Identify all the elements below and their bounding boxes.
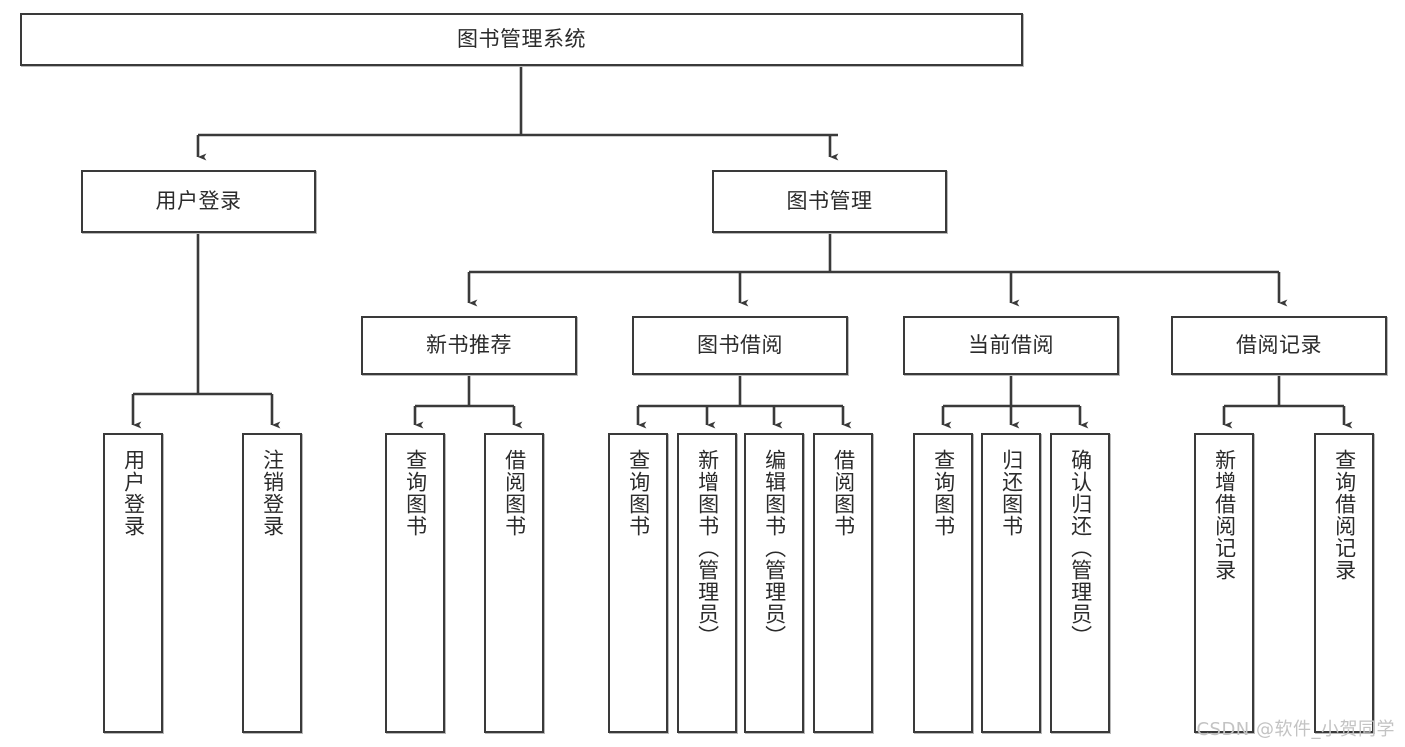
node-label: 查询借阅记录 (1332, 449, 1357, 581)
node-label: 查询图书 (403, 449, 428, 537)
node-label: 借阅图书 (502, 449, 527, 537)
node-label: 新增借阅记录 (1212, 449, 1237, 581)
node-label: 用户登录 (155, 189, 242, 214)
node-label: 新增图书（管理员） (695, 449, 720, 647)
leaf-book-borrow-query-book[interactable]: 查询图书 (608, 433, 668, 733)
node-label: 查询图书 (931, 449, 956, 537)
node-user-login[interactable]: 用户登录 (81, 170, 316, 233)
node-label: 编辑图书（管理员） (762, 449, 787, 647)
node-label: 用户登录 (121, 449, 146, 537)
node-book-borrow[interactable]: 图书借阅 (632, 316, 848, 375)
node-new-book-recommend[interactable]: 新书推荐 (361, 316, 577, 375)
node-label: 确认归还（管理员） (1068, 449, 1093, 647)
leaf-current-borrow-confirm-return[interactable]: 确认归还（管理员） (1050, 433, 1110, 733)
leaf-borrow-record-add-record[interactable]: 新增借阅记录 (1194, 433, 1254, 733)
leaf-new-book-query-book[interactable]: 查询图书 (385, 433, 445, 733)
leaf-user-login-logout[interactable]: 注销登录 (242, 433, 302, 733)
node-label: 借阅图书 (831, 449, 856, 537)
node-label: 注销登录 (260, 449, 285, 537)
node-label: 借阅记录 (1236, 333, 1322, 358)
leaf-new-book-borrow-book[interactable]: 借阅图书 (484, 433, 544, 733)
leaf-current-borrow-query-book[interactable]: 查询图书 (913, 433, 973, 733)
node-label: 查询图书 (626, 449, 651, 537)
watermark-text: CSDN @软件_小贺同学 (1196, 719, 1395, 740)
node-current-borrow[interactable]: 当前借阅 (903, 316, 1119, 375)
node-label: 图书借阅 (697, 333, 783, 358)
node-label: 归还图书 (999, 449, 1024, 537)
leaf-borrow-record-query-record[interactable]: 查询借阅记录 (1314, 433, 1374, 733)
node-label: 新书推荐 (426, 333, 512, 358)
leaf-current-borrow-return-book[interactable]: 归还图书 (981, 433, 1041, 733)
node-borrow-record[interactable]: 借阅记录 (1171, 316, 1387, 375)
leaf-book-borrow-borrow-book[interactable]: 借阅图书 (813, 433, 873, 733)
node-book-management[interactable]: 图书管理 (712, 170, 947, 233)
leaf-book-borrow-add-book[interactable]: 新增图书（管理员） (677, 433, 737, 733)
node-label: 当前借阅 (968, 333, 1054, 358)
node-root-book-management-system[interactable]: 图书管理系统 (20, 13, 1023, 66)
node-label: 图书管理系统 (457, 27, 586, 52)
leaf-book-borrow-edit-book[interactable]: 编辑图书（管理员） (744, 433, 804, 733)
leaf-user-login-login[interactable]: 用户登录 (103, 433, 163, 733)
node-label: 图书管理 (786, 189, 873, 214)
